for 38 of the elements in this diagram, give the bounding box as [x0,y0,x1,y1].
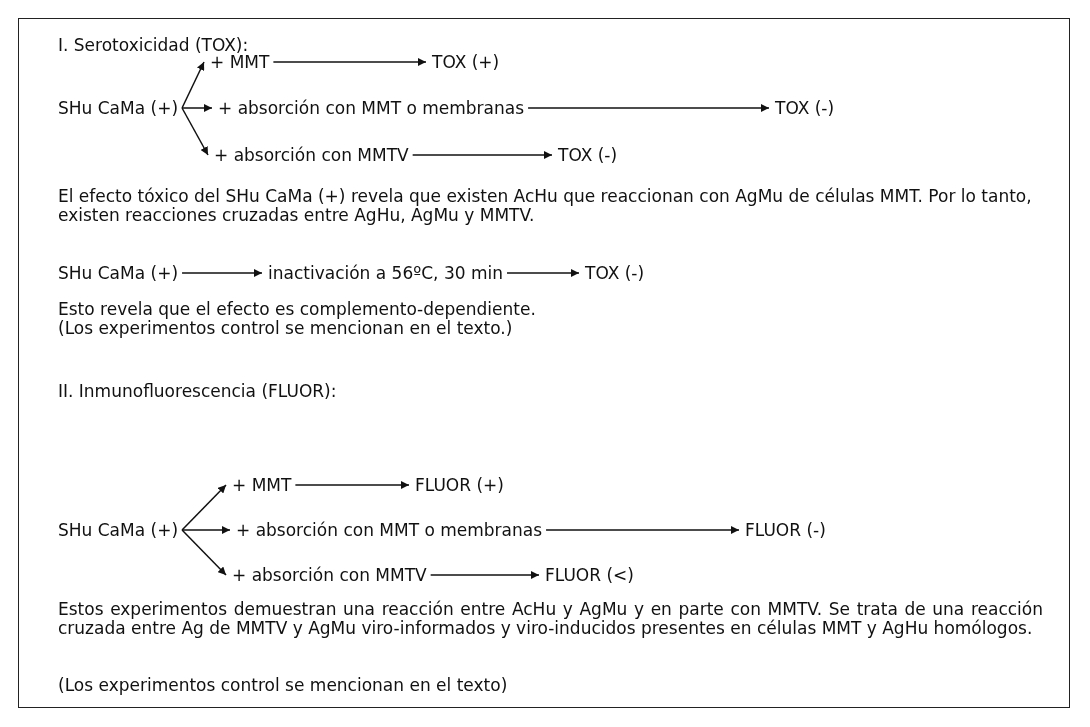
flow-step-text: FLUOR (-) [745,520,826,540]
paragraph-text: (Los experimentos control se mencionan en el texto) [58,676,509,695]
flow-step-text: SHu CaMa (+) [58,520,179,540]
arrow [181,104,213,112]
flow-step-text: TOX (-) [585,263,645,283]
section-heading: II. Inmunofluorescencia (FLUOR): [58,382,338,401]
flow-step-text: + absorción con MMTV [214,145,409,165]
flow-step-text: FLUOR (<) [545,565,634,585]
flow-step-text: FLUOR (+) [415,475,504,495]
arrow [181,526,231,534]
flow-step-text: + absorción con MMT o membranas [236,520,543,540]
paragraph-text: (Los experimentos control se mencionan en el texto.) [58,319,513,338]
flow-step-text: SHu CaMa (+) [58,263,179,283]
paragraph-text: El efecto tóxico del SHu CaMa (+) revela que existen AcHu que reaccionan con AgMu de células MMT. Por lo tanto, existen reacciones cruzadas entre AgHu, AgMu y MMTV. [58,187,1033,225]
flow-step-text: SHu CaMa (+) [58,98,179,118]
flow-step-text: + MMT [232,475,292,495]
arrow [506,269,580,277]
arrow [411,151,553,159]
flow-step-text: TOX (+) [432,52,500,72]
arrow [181,107,209,156]
flow-step-text: + absorción con MMT o membranas [218,98,525,118]
section-heading: I. Serotoxicidad (TOX): [58,36,249,55]
flow-step-text: inactivación a 56ºC, 30 min [268,263,503,283]
arrow [294,481,410,489]
flow-step-text: TOX (-) [558,145,618,165]
arrow [272,58,427,66]
arrow [181,61,205,109]
arrow [545,526,740,534]
arrow [181,484,227,531]
flow-step-text: TOX (-) [775,98,835,118]
paragraph-text: Esto revela que el efecto es complemento-dependiente. [58,300,537,319]
arrow [181,269,263,277]
arrow [429,571,540,579]
arrow [527,104,770,112]
arrow [181,529,227,576]
flow-step-text: + MMT [210,52,270,72]
flow-step-text: + absorción con MMTV [232,565,427,585]
paragraph-text: Estos experimentos demuestran una reacción entre AcHu y AgMu y en parte con MMTV. Se trata de una reacción cruzada entre Ag de MMTV y AgMu viro-informados y viro-inducidos presentes en células MMT y AgHu homólogos. [58,600,1043,638]
